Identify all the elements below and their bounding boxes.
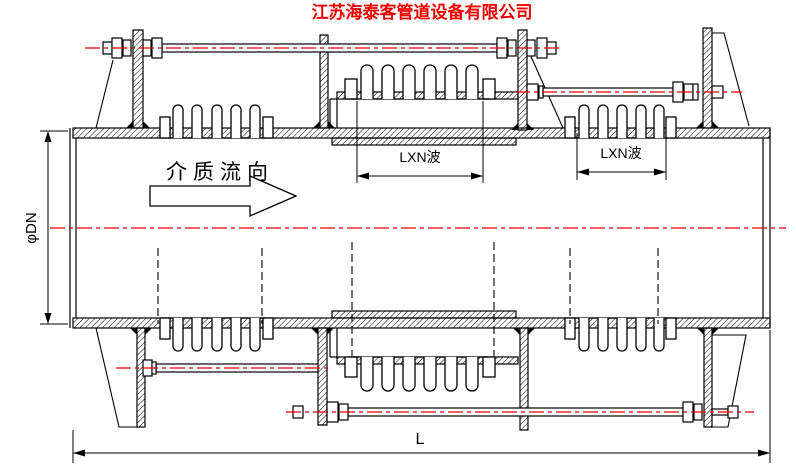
hidden-lines (157, 242, 659, 356)
plate-bottom-right (703, 327, 713, 428)
bellows-bottom-left (168, 317, 265, 352)
flow-arrow (149, 175, 298, 217)
dim-label-length: L (416, 431, 425, 448)
dim-label-diameter: φDN (23, 212, 40, 243)
plate-top-right (702, 27, 713, 129)
weld-fillets (126, 121, 719, 335)
plate-top-left (132, 29, 144, 129)
dim-length (72, 330, 771, 463)
dim-label-bellows-middle: LXN波 (399, 149, 440, 165)
dim-bellows-middle (356, 101, 484, 183)
dim-bellows-right (576, 133, 667, 180)
flow-indicator: 介质流向 (149, 161, 298, 217)
plate-bottom-mid-left (317, 327, 328, 426)
bellows-top-right (575, 104, 668, 139)
plate-top-mid-right (517, 29, 528, 131)
centerlines (50, 47, 786, 413)
plate-top-mid-left (319, 34, 329, 129)
lug-plates (132, 27, 713, 431)
flow-label: 介质流向 (166, 161, 274, 184)
dim-label-bellows-right: LXN波 (600, 145, 641, 161)
dimensions (40, 101, 771, 463)
bellows-bottom-right (575, 317, 668, 352)
bellows-bottom-middle (351, 356, 489, 392)
bellows-top-left (168, 104, 265, 139)
company-title: 江苏海泰客管道设备有限公司 (312, 2, 533, 22)
bellows-sections (159, 64, 677, 392)
plate-bottom-left (136, 327, 146, 428)
dim-diameter (40, 130, 68, 325)
bellows-top-middle (351, 64, 489, 100)
plate-bottom-mid-right (519, 327, 529, 431)
